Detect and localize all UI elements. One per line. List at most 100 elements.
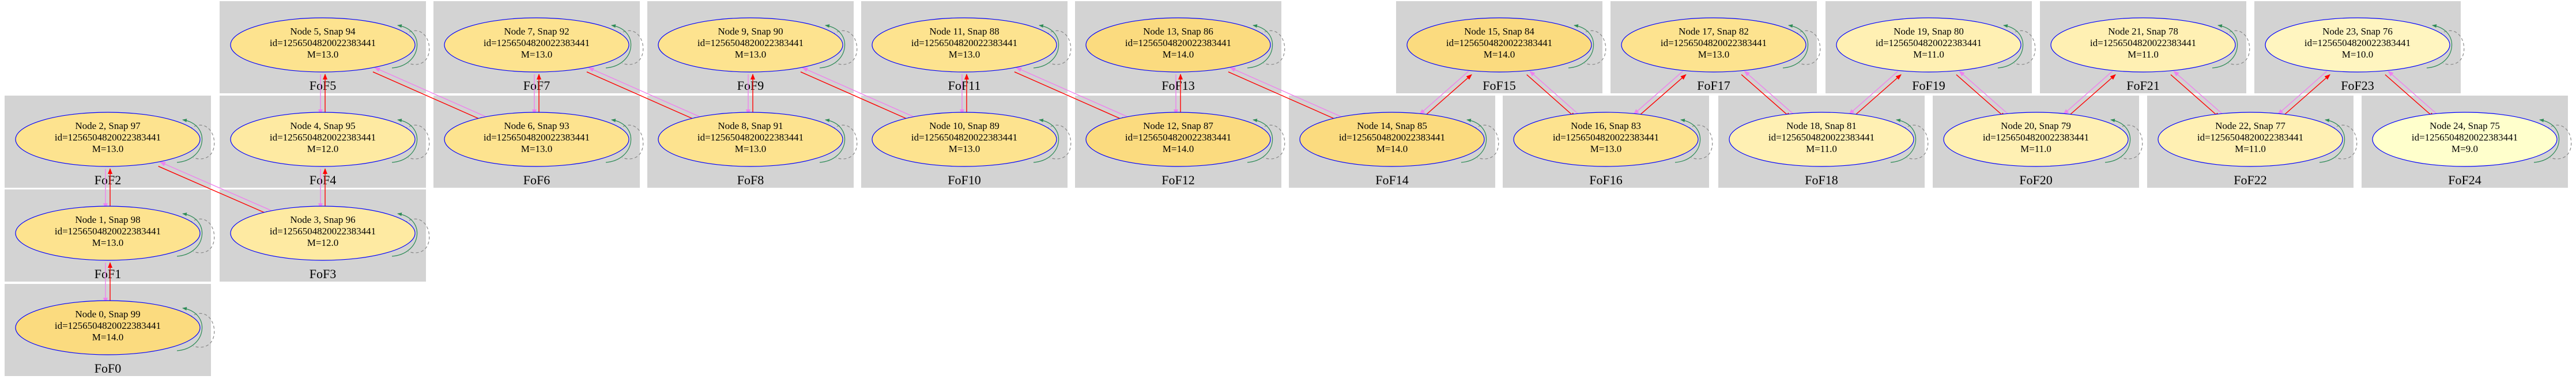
node-ellipse	[1513, 112, 1699, 167]
edge-progenitor	[1228, 71, 1341, 122]
node-id: id=1256504820022383441	[484, 132, 590, 143]
node-mass: M=11.0	[1913, 49, 1944, 60]
node-mass: M=13.0	[521, 143, 552, 154]
node-mass: M=13.0	[735, 143, 766, 154]
self-loop-arrow	[1674, 119, 1701, 163]
edge-descendant	[1419, 71, 1469, 115]
self-loop-dashed	[404, 218, 430, 253]
edge-descendant	[2063, 71, 2113, 115]
self-loop-dashed	[1903, 124, 1929, 160]
self-loop-arrow	[2533, 119, 2560, 163]
edge-descendant	[1849, 71, 1899, 115]
node-mass: M=13.0	[92, 237, 123, 248]
nodes-layer: Node 0, Snap 99id=1256504820022383441M=1…	[15, 17, 2572, 355]
node-ellipse	[1406, 17, 1592, 73]
node-title: Node 22, Snap 77	[2215, 120, 2285, 131]
node-ellipse	[658, 17, 843, 73]
node-ellipse	[444, 17, 629, 73]
self-loop-arrow	[2104, 119, 2131, 163]
halo-node[interactable]: Node 3, Snap 96id=1256504820022383441M=1…	[230, 206, 430, 261]
halo-node[interactable]: Node 14, Snap 85id=1256504820022383441M=…	[1299, 112, 1499, 167]
node-title: Node 15, Snap 84	[1464, 26, 1534, 37]
halo-node[interactable]: Node 23, Snap 76id=1256504820022383441M=…	[2265, 17, 2465, 73]
node-id: id=1256504820022383441	[270, 37, 376, 48]
edge-descendant	[802, 67, 915, 117]
node-title: Node 19, Snap 80	[1894, 26, 1964, 37]
node-mass: M=11.0	[2020, 143, 2051, 154]
node-id: id=1256504820022383441	[1125, 132, 1231, 143]
edge-descendant	[1016, 67, 1129, 117]
self-loop-arrow	[1997, 24, 2024, 69]
node-title: Node 2, Snap 97	[75, 120, 141, 131]
self-loop-dashed	[189, 218, 215, 253]
node-mass: M=12.0	[307, 237, 338, 248]
node-mass: M=9.0	[2451, 143, 2478, 154]
cluster-label: FoF7	[523, 78, 550, 93]
halo-node[interactable]: Node 4, Snap 95id=1256504820022383441M=1…	[230, 112, 430, 167]
edge-descendant	[1633, 71, 1684, 115]
self-loop-arrow	[819, 119, 846, 163]
node-mass: M=13.0	[307, 49, 338, 60]
halo-node[interactable]: Node 9, Snap 90id=1256504820022383441M=1…	[658, 17, 858, 73]
cluster-label: FoF13	[1161, 78, 1194, 93]
edge-progenitor	[1956, 74, 2006, 119]
edge-progenitor	[2280, 74, 2330, 118]
halo-node[interactable]: Node 12, Snap 87id=1256504820022383441M=…	[1085, 112, 1285, 167]
halo-node[interactable]: Node 0, Snap 99id=1256504820022383441M=1…	[15, 300, 215, 355]
cluster-label: FoF20	[2019, 173, 2052, 187]
self-loop-arrow	[391, 24, 418, 69]
halo-node[interactable]: Node 1, Snap 98id=1256504820022383441M=1…	[15, 206, 215, 261]
cluster-label: FoF15	[1483, 78, 1515, 93]
halo-node[interactable]: Node 17, Snap 82id=1256504820022383441M=…	[1621, 17, 1821, 73]
node-ellipse	[15, 300, 201, 355]
cluster-label: FoF16	[1589, 173, 1622, 187]
halo-node[interactable]: Node 21, Snap 78id=1256504820022383441M=…	[2050, 17, 2250, 73]
node-id: id=1256504820022383441	[2090, 37, 2196, 48]
self-loop-dashed	[1046, 124, 1072, 160]
edge-progenitor	[1014, 71, 1127, 122]
node-ellipse	[2050, 17, 2236, 73]
halo-node[interactable]: Node 8, Snap 91id=1256504820022383441M=1…	[658, 112, 858, 167]
edge-progenitor	[372, 71, 485, 122]
self-loop-arrow	[1033, 24, 1059, 69]
node-title: Node 17, Snap 82	[1679, 26, 1749, 37]
halo-node[interactable]: Node 6, Snap 93id=1256504820022383441M=1…	[444, 112, 644, 167]
edge-descendant	[374, 67, 487, 117]
node-ellipse	[2372, 112, 2558, 167]
node-title: Node 24, Snap 75	[2430, 120, 2500, 131]
self-loop-arrow	[1461, 119, 1487, 163]
edge-progenitor	[2170, 74, 2220, 119]
cluster-label: FoF14	[1375, 173, 1408, 187]
halo-node[interactable]: Node 16, Snap 83id=1256504820022383441M=…	[1513, 112, 1713, 167]
node-title: Node 5, Snap 94	[290, 26, 356, 37]
halo-node[interactable]: Node 22, Snap 77id=1256504820022383441M=…	[2158, 112, 2358, 167]
edges-layer	[103, 67, 2438, 303]
node-id: id=1256504820022383441	[2412, 132, 2518, 143]
node-id: id=1256504820022383441	[1983, 132, 2089, 143]
edge-descendant	[2388, 70, 2438, 115]
halo-node[interactable]: Node 2, Snap 97id=1256504820022383441M=1…	[15, 112, 215, 167]
node-id: id=1256504820022383441	[911, 37, 1017, 48]
cluster-label: FoF6	[523, 173, 550, 187]
halo-node[interactable]: Node 19, Snap 80id=1256504820022383441M=…	[1836, 17, 2036, 73]
node-mass: M=12.0	[307, 143, 338, 154]
node-id: id=1256504820022383441	[1446, 37, 1552, 48]
self-loop-dashed	[2010, 30, 2036, 65]
cluster-label: FoF2	[95, 173, 121, 187]
halo-node[interactable]: Node 11, Snap 88id=1256504820022383441M=…	[872, 17, 1072, 73]
halo-node[interactable]: Node 5, Snap 94id=1256504820022383441M=1…	[230, 17, 430, 73]
halo-node[interactable]: Node 10, Snap 89id=1256504820022383441M=…	[872, 112, 1072, 167]
node-ellipse	[2265, 17, 2450, 73]
halo-node[interactable]: Node 18, Snap 81id=1256504820022383441M=…	[1729, 112, 1929, 167]
node-id: id=1256504820022383441	[2305, 37, 2411, 48]
self-loop-dashed	[189, 313, 215, 348]
halo-node[interactable]: Node 24, Snap 75id=1256504820022383441M=…	[2372, 112, 2572, 167]
cluster-label: FoF11	[948, 78, 981, 93]
halo-node[interactable]: Node 7, Snap 92id=1256504820022383441M=1…	[444, 17, 644, 73]
node-ellipse	[1943, 112, 2129, 167]
halo-node[interactable]: Node 13, Snap 86id=1256504820022383441M=…	[1085, 17, 1285, 73]
self-loop-arrow	[1782, 24, 1809, 69]
halo-node[interactable]: Node 15, Snap 84id=1256504820022383441M=…	[1406, 17, 1606, 73]
self-loop-arrow	[605, 119, 632, 163]
halo-node[interactable]: Node 20, Snap 79id=1256504820022383441M=…	[1943, 112, 2143, 167]
